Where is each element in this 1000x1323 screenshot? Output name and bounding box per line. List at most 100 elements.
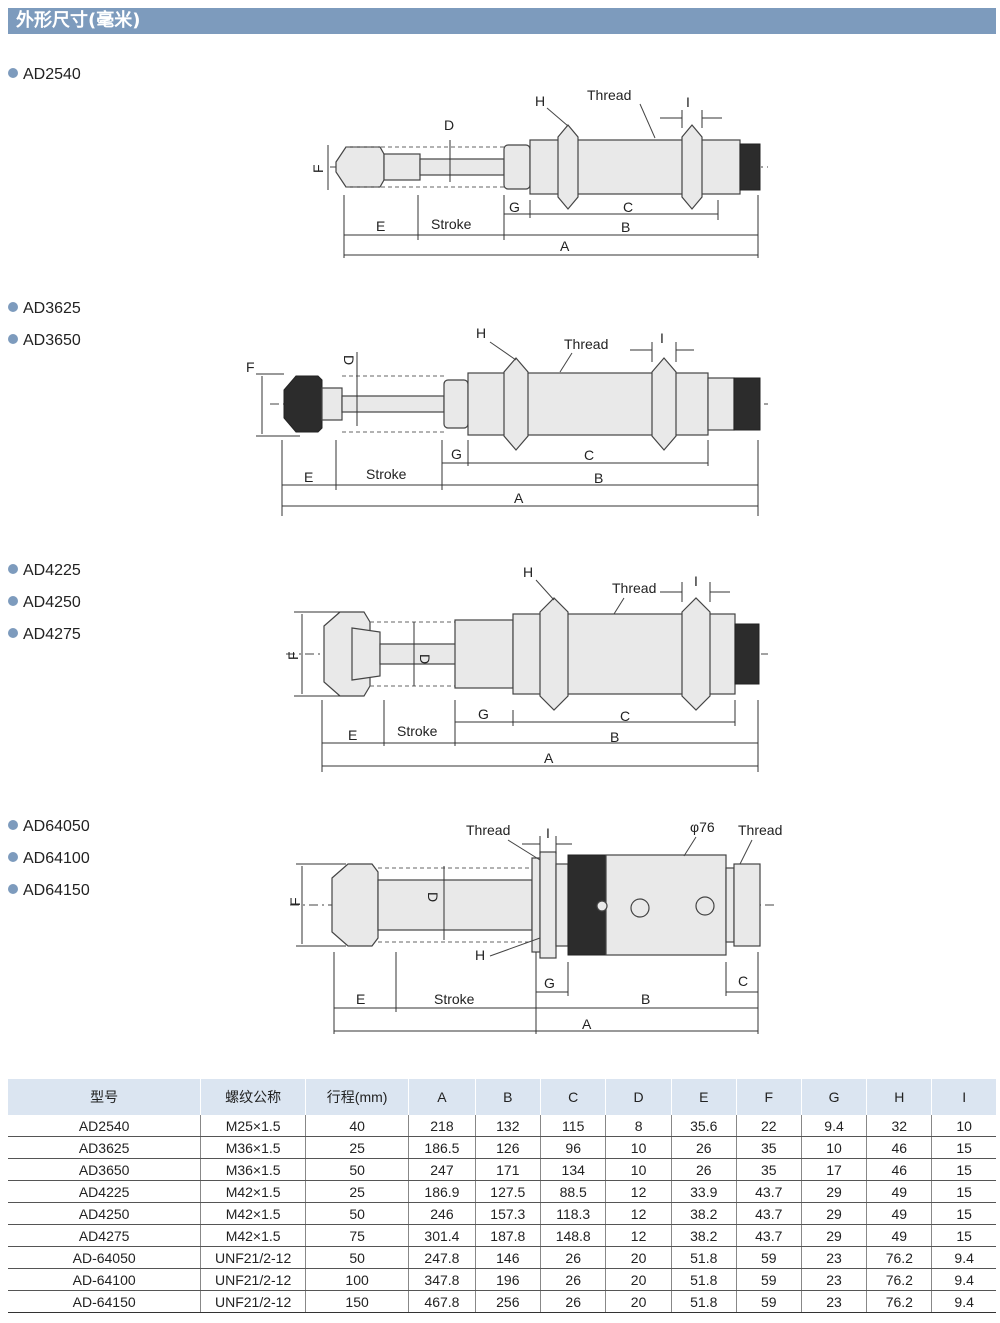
leader-h bbox=[546, 107, 569, 127]
table-cell: 29 bbox=[800, 1202, 867, 1225]
table-cell: M36×1.5 bbox=[200, 1158, 306, 1181]
dim-label-i: I bbox=[660, 330, 664, 346]
phi76-label: φ76 bbox=[690, 819, 715, 835]
table-cell: AD2540 bbox=[8, 1115, 201, 1137]
model-label: AD3625 bbox=[8, 299, 81, 319]
col-header-d: D bbox=[605, 1079, 672, 1115]
table-cell: 9.4 bbox=[931, 1246, 996, 1269]
dim-label-h: H bbox=[535, 93, 545, 109]
table-cell: 186.5 bbox=[408, 1136, 476, 1159]
rod-head bbox=[321, 387, 343, 421]
table-cell: 50 bbox=[304, 1202, 409, 1225]
table-cell: 301.4 bbox=[408, 1224, 476, 1247]
knurled-cap bbox=[734, 623, 760, 685]
col-header-h: H bbox=[866, 1079, 932, 1115]
dim-label-b: B bbox=[641, 991, 650, 1007]
table-cell: 46 bbox=[866, 1158, 932, 1181]
ad4225-drawing: H Thread I D F E Stroke G C B A bbox=[285, 564, 768, 772]
table-cell: 26 bbox=[670, 1158, 737, 1181]
model-label: AD4250 bbox=[8, 593, 81, 613]
table-cell: 186.9 bbox=[408, 1180, 476, 1203]
table-cell: 76.2 bbox=[866, 1268, 932, 1291]
leader-thread-left bbox=[507, 839, 541, 861]
gland bbox=[555, 863, 569, 947]
gland-housing bbox=[454, 619, 514, 689]
table-cell: 22 bbox=[735, 1115, 802, 1137]
table-cell: 23 bbox=[800, 1268, 867, 1291]
dim-label-h: H bbox=[523, 564, 533, 580]
table-cell: UNF21/2-12 bbox=[200, 1246, 306, 1269]
section-title: 外形尺寸(毫米) bbox=[16, 10, 141, 31]
leader-phi76 bbox=[683, 836, 697, 857]
rod-collar bbox=[351, 627, 381, 681]
col-header-a: A bbox=[408, 1079, 476, 1115]
model-label: AD4275 bbox=[8, 625, 81, 645]
table-cell: 51.8 bbox=[670, 1290, 737, 1313]
table-cell: 15 bbox=[931, 1224, 996, 1247]
leader-h bbox=[489, 341, 517, 361]
model-label: AD4225 bbox=[8, 561, 81, 581]
table-cell: 9.4 bbox=[931, 1268, 996, 1291]
table-cell: 9.4 bbox=[931, 1290, 996, 1313]
table-cell: 10 bbox=[605, 1136, 672, 1159]
bullet-dot bbox=[8, 820, 18, 830]
table-cell: 20 bbox=[605, 1290, 672, 1313]
table-cell: AD-64100 bbox=[8, 1268, 201, 1291]
dim-label-g: G bbox=[509, 199, 520, 215]
table-cell: 15 bbox=[931, 1158, 996, 1181]
dim-label-stroke: Stroke bbox=[431, 216, 472, 232]
rod bbox=[383, 153, 421, 181]
body-end bbox=[707, 377, 735, 431]
leader-thread bbox=[639, 103, 656, 139]
table-cell: 10 bbox=[931, 1115, 996, 1137]
knurled-cap bbox=[733, 377, 761, 431]
table-cell: 25 bbox=[304, 1180, 409, 1203]
table-cell: 20 bbox=[605, 1268, 672, 1291]
hex-nut-h bbox=[557, 124, 579, 210]
dim-f bbox=[256, 373, 300, 437]
dim-label-g: G bbox=[451, 446, 462, 462]
col-header-b: B bbox=[474, 1079, 541, 1115]
extension-lines bbox=[281, 440, 759, 516]
table-cell: 88.5 bbox=[540, 1180, 606, 1203]
lock-nut bbox=[651, 357, 677, 451]
table-cell: AD4225 bbox=[8, 1180, 201, 1203]
table-cell: 26 bbox=[540, 1290, 606, 1313]
extension-lines bbox=[343, 195, 759, 258]
table-header-row: 型号 螺纹公称 行程(mm) A B C D E F G H I bbox=[8, 1079, 996, 1115]
table-cell: UNF21/2-12 bbox=[200, 1290, 306, 1313]
table-cell: 23 bbox=[800, 1246, 867, 1269]
table-cell: 10 bbox=[605, 1158, 672, 1181]
dim-i bbox=[660, 582, 730, 602]
thread-label-right: Thread bbox=[738, 822, 782, 838]
hex-socket bbox=[630, 898, 650, 918]
dim-label-g: G bbox=[478, 706, 489, 722]
table-cell: 132 bbox=[474, 1115, 541, 1137]
dim-label-e: E bbox=[304, 469, 313, 485]
table-cell: AD4250 bbox=[8, 1202, 201, 1225]
table-cell: 12 bbox=[605, 1202, 672, 1225]
table-cell: 96 bbox=[540, 1136, 606, 1159]
dim-label-d: D bbox=[425, 892, 441, 902]
dim-i bbox=[522, 836, 572, 854]
table-cell: AD3650 bbox=[8, 1158, 201, 1181]
table-cell: M25×1.5 bbox=[200, 1115, 306, 1137]
leader-thread bbox=[613, 597, 625, 615]
dim-label-f: F bbox=[310, 164, 326, 173]
table-cell: 118.3 bbox=[540, 1202, 606, 1225]
piston-rod bbox=[377, 879, 533, 931]
end-step bbox=[725, 867, 735, 943]
dim-label-stroke: Stroke bbox=[434, 991, 475, 1007]
dim-label-f: F bbox=[285, 651, 301, 660]
dim-label-b: B bbox=[621, 219, 630, 235]
model-label: AD2540 bbox=[8, 65, 81, 85]
table-cell: 187.8 bbox=[474, 1224, 541, 1247]
model-label: AD64100 bbox=[8, 849, 90, 869]
table-cell: 347.8 bbox=[408, 1268, 476, 1291]
thread-label: Thread bbox=[612, 580, 656, 596]
